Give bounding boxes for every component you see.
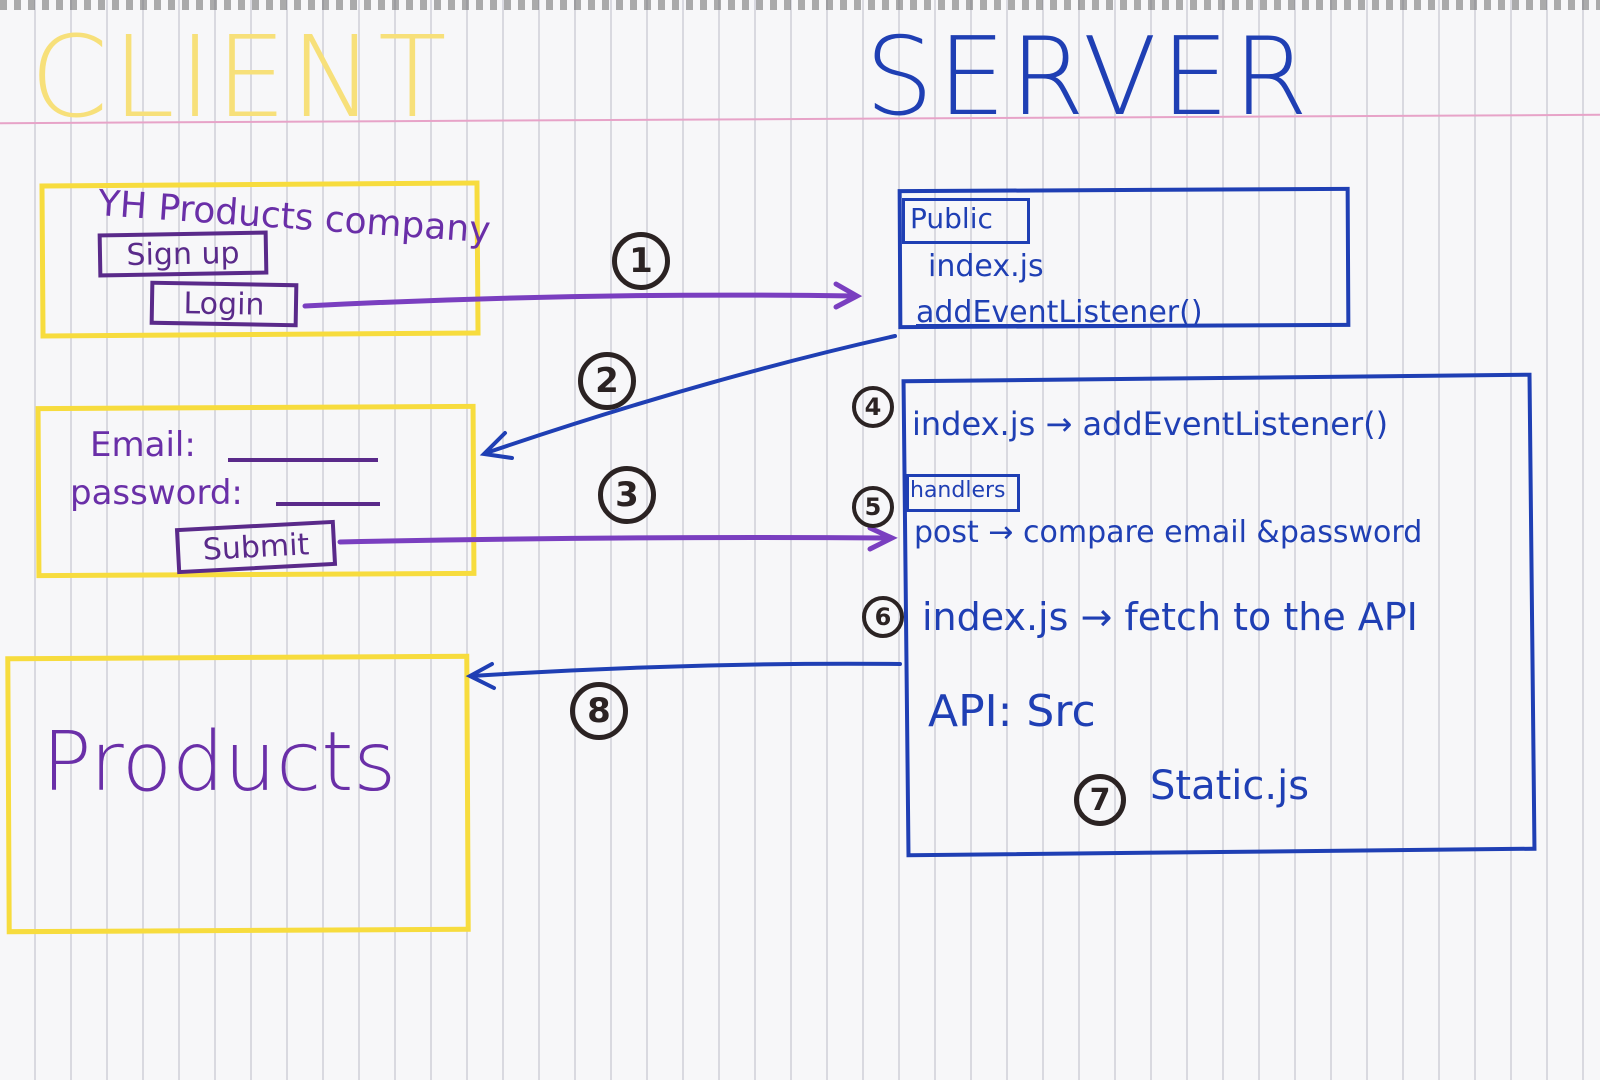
step-5-number: 5 xyxy=(864,493,882,521)
step-4-marker: 4 xyxy=(852,386,894,428)
step-7-marker: 7 xyxy=(1074,774,1126,826)
static-js-text: Static.js xyxy=(1150,763,1310,809)
step-1-marker: 1 xyxy=(612,232,670,290)
public-tag-box xyxy=(902,198,1030,244)
api-src-text: API: Src xyxy=(928,686,1096,737)
step-7-number: 7 xyxy=(1089,782,1111,818)
step-2-number: 2 xyxy=(595,361,619,401)
server-heading: SERVER xyxy=(865,15,1313,140)
handlers-tag-box xyxy=(906,474,1020,512)
arrow-step3 xyxy=(337,525,898,552)
step-3-number: 3 xyxy=(615,475,639,515)
password-label: password: xyxy=(70,473,243,513)
step5-text: post → compare email &password xyxy=(914,515,1423,550)
step-8-number: 8 xyxy=(587,691,611,731)
arrow-step8 xyxy=(465,661,902,690)
step-2-marker: 2 xyxy=(578,352,636,410)
arrow-step1 xyxy=(302,281,863,310)
email-label: Email: xyxy=(90,425,196,465)
arrow-step2 xyxy=(479,334,897,460)
step-6-marker: 6 xyxy=(862,596,904,638)
products-label: Products xyxy=(42,715,397,810)
step-1-number: 1 xyxy=(629,241,653,281)
step-6-number: 6 xyxy=(874,603,892,631)
handlers-tag: handlers xyxy=(910,478,1006,503)
email-field[interactable] xyxy=(228,458,378,462)
password-field[interactable] xyxy=(276,502,380,506)
public-tag: Public xyxy=(910,202,993,235)
step6-text: index.js → fetch to the API xyxy=(922,595,1418,639)
step-8-marker: 8 xyxy=(570,682,628,740)
public-index-js: index.js xyxy=(928,249,1044,284)
client-heading: CLIENT xyxy=(30,13,451,143)
step-5-marker: 5 xyxy=(852,486,894,528)
step4-text: index.js → addEventListener() xyxy=(912,405,1389,443)
step-4-number: 4 xyxy=(864,393,882,421)
step-3-marker: 3 xyxy=(598,466,656,524)
public-add-event-listener: addEventListener() xyxy=(916,295,1203,330)
spiral-binding xyxy=(0,0,1600,10)
